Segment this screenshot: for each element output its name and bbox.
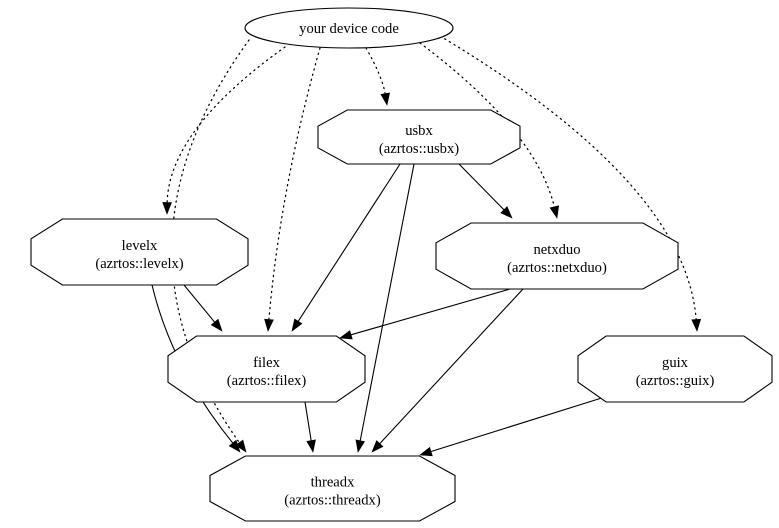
node-label-filex: filex	[253, 355, 280, 371]
edge-levelx-to-filex	[183, 284, 223, 332]
edge-guix-to-threadx	[419, 395, 609, 457]
edge-usbx-to-threadx	[355, 163, 415, 453]
edge-usbx-to-netxduo	[458, 163, 513, 219]
node-shape-threadx	[209, 455, 456, 522]
edge-line	[458, 163, 506, 212]
edge-line	[378, 288, 524, 446]
edge-line	[365, 47, 387, 96]
node-devicecode[interactable]: your device code	[244, 7, 454, 49]
edge-devicecode-to-filex	[264, 47, 321, 332]
edge-line	[268, 47, 321, 322]
edge-line	[304, 401, 312, 443]
node-shape-filex	[167, 335, 366, 403]
edge-line	[349, 288, 511, 336]
edge-devicecode-to-usbx	[365, 47, 390, 106]
node-guix[interactable]: guix(azrtos::guix)	[577, 335, 773, 403]
node-filex[interactable]: filex(azrtos::filex)	[167, 335, 366, 403]
node-sublabel-netxduo: (azrtos::netxduo)	[507, 260, 607, 276]
edge-devicecode-to-levelx	[162, 46, 286, 215]
node-label-netxduo: netxduo	[533, 242, 580, 258]
node-sublabel-filex: (azrtos::filex)	[227, 373, 307, 389]
edge-filex-to-threadx	[304, 401, 316, 453]
node-shape-netxduo	[435, 222, 679, 290]
edge-netxduo-to-filex	[339, 288, 511, 340]
node-label-levelx: levelx	[122, 238, 158, 254]
node-threadx[interactable]: threadx(azrtos::threadx)	[209, 455, 456, 522]
node-sublabel-usbx: (azrtos::usbx)	[379, 141, 459, 157]
node-layer: your device codeusbx(azrtos::usbx)levelx…	[30, 7, 773, 522]
node-levelx[interactable]: levelx(azrtos::levelx)	[30, 218, 249, 286]
edge-netxduo-to-threadx	[371, 288, 524, 453]
edge-usbx-to-filex	[291, 163, 401, 332]
node-label-usbx: usbx	[405, 123, 433, 139]
edge-line	[429, 395, 609, 453]
node-label-guix: guix	[662, 355, 689, 371]
node-shape-guix	[577, 335, 773, 403]
node-label-threadx: threadx	[311, 475, 355, 491]
edge-line	[439, 35, 697, 322]
edge-line	[359, 163, 415, 443]
node-sublabel-threadx: (azrtos::threadx)	[284, 493, 381, 509]
edge-line	[183, 284, 217, 324]
node-shape-devicecode	[244, 7, 454, 49]
node-shape-levelx	[30, 218, 249, 286]
edge-line	[296, 163, 401, 323]
edge-devicecode-to-guix	[439, 35, 702, 332]
node-netxduo[interactable]: netxduo(azrtos::netxduo)	[435, 222, 679, 290]
node-usbx[interactable]: usbx(azrtos::usbx)	[317, 109, 521, 165]
node-sublabel-guix: (azrtos::guix)	[636, 373, 715, 389]
node-label-devicecode: your device code	[299, 21, 399, 37]
edge-line	[166, 46, 286, 205]
node-sublabel-levelx: (azrtos::levelx)	[95, 256, 183, 272]
node-shape-usbx	[317, 109, 521, 165]
